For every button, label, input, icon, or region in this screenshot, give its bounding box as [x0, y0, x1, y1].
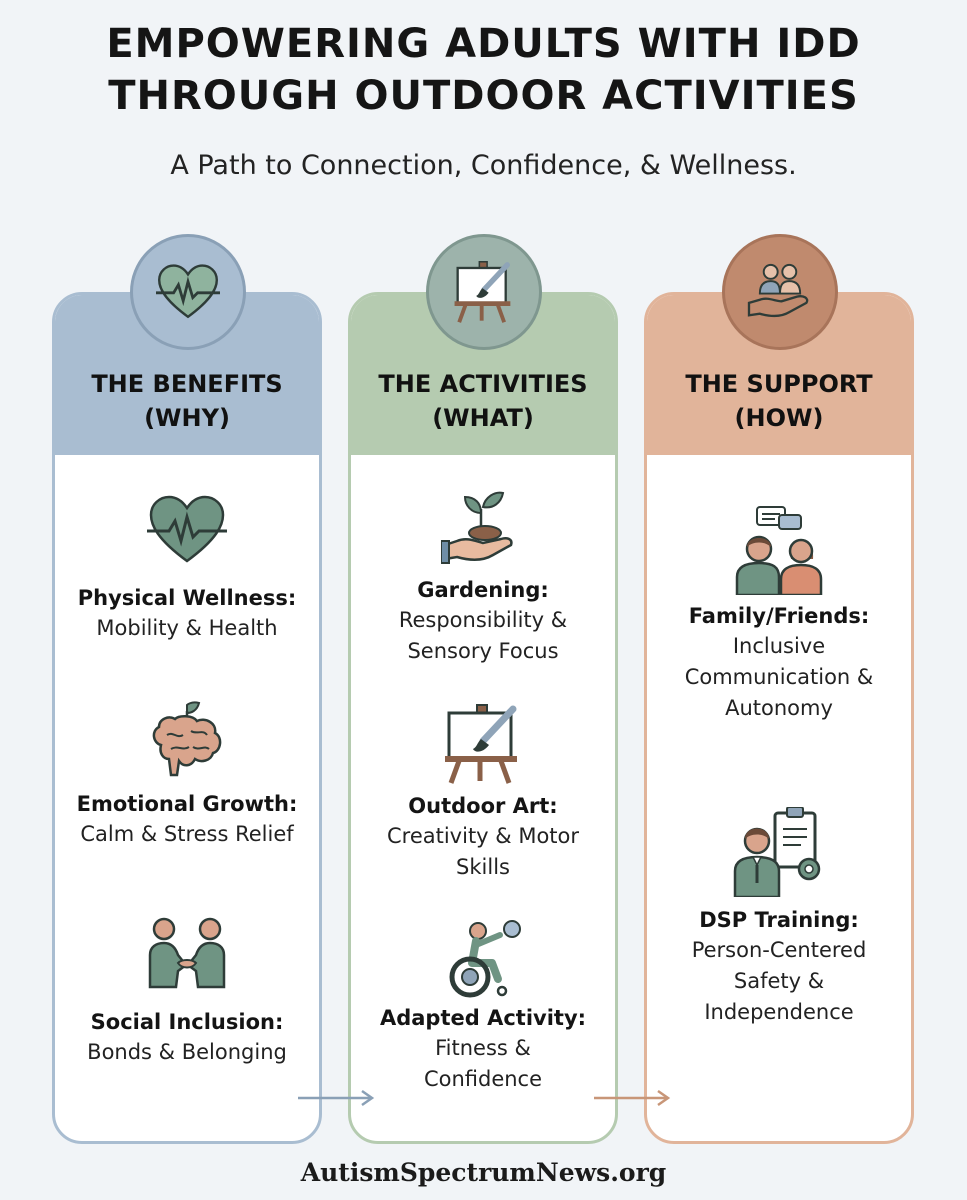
- activity-desc-line-2: Skills: [456, 855, 510, 879]
- support-item-family: Family/Friends: Inclusive Communication …: [647, 505, 911, 724]
- benefits-badge: [130, 234, 246, 350]
- activity-item-gardening: Gardening: Responsibility & Sensory Focu…: [351, 489, 615, 667]
- benefits-title: THE BENEFITS: [91, 370, 283, 398]
- easel-brush-icon: [454, 261, 511, 323]
- handshake-people-icon: [148, 917, 226, 989]
- page-title: EMPOWERING ADULTS WITH IDD THROUGH OUTDO…: [0, 18, 967, 122]
- activity-desc-line-2: Sensory Focus: [407, 639, 559, 663]
- heart-pulse-icon: [147, 495, 227, 563]
- title-line-1: EMPOWERING ADULTS WITH IDD: [106, 21, 861, 67]
- activities-title: THE ACTIVITIES: [378, 370, 588, 398]
- support-badge: [722, 234, 838, 350]
- benefit-desc: Calm & Stress Relief: [80, 822, 294, 846]
- activities-column: THE ACTIVITIES (WHAT) Gardening: Respons…: [348, 292, 618, 1144]
- support-label: Family/Friends:: [688, 604, 870, 628]
- support-desc-line-3: Autonomy: [725, 696, 833, 720]
- support-desc-line-3: Independence: [704, 1000, 854, 1024]
- benefit-item-social: Social Inclusion: Bonds & Belonging: [55, 915, 319, 1068]
- activities-badge: [426, 234, 542, 350]
- footer-source: AutismSpectrumNews.org: [300, 1158, 667, 1187]
- support-desc-line-2: Communication &: [684, 665, 874, 689]
- activity-label: Adapted Activity:: [379, 1006, 587, 1030]
- support-desc-line-1: Person-Centered: [691, 938, 867, 962]
- trainer-clipboard-icon: [733, 807, 821, 897]
- benefits-column: THE BENEFITS (WHY) Physical Wellness: Mo…: [52, 292, 322, 1144]
- title-line-2: THROUGH OUTDOOR ACTIVITIES: [108, 73, 859, 119]
- heart-pulse-icon: [156, 264, 220, 319]
- activity-item-adapted: Adapted Activity: Fitness & Confidence: [351, 917, 615, 1095]
- caring-hand-people-icon: [747, 263, 809, 317]
- activity-desc-line-1: Fitness &: [435, 1036, 531, 1060]
- arrow-activities-to-support-icon: [594, 1089, 671, 1107]
- wheelchair-ball-icon: [449, 920, 521, 998]
- benefit-label: Social Inclusion:: [90, 1010, 284, 1034]
- easel-brush-icon: [445, 704, 517, 784]
- hand-seedling-icon: [441, 491, 513, 564]
- page-subtitle: A Path to Connection, Confidence, & Well…: [170, 150, 797, 181]
- activity-desc-line-2: Confidence: [423, 1067, 543, 1091]
- activity-label: Outdoor Art:: [408, 794, 558, 818]
- brain-sprout-icon: [152, 701, 222, 777]
- activity-desc-line-1: Responsibility &: [398, 608, 568, 632]
- support-label: DSP Training:: [699, 908, 859, 932]
- support-column: THE SUPPORT (HOW) Family/Friends: Inclus…: [644, 292, 914, 1144]
- activities-subtitle: (WHAT): [432, 404, 534, 432]
- support-desc-line-2: Safety &: [733, 969, 825, 993]
- benefit-desc: Mobility & Health: [96, 616, 278, 640]
- benefit-label: Emotional Growth:: [76, 792, 298, 816]
- benefit-item-emotional: Emotional Growth: Calm & Stress Relief: [55, 701, 319, 850]
- benefit-item-physical: Physical Wellness: Mobility & Health: [55, 495, 319, 644]
- activity-desc-line-1: Creativity & Motor: [386, 824, 580, 848]
- support-item-dsp: DSP Training: Person-Centered Safety & I…: [647, 807, 911, 1028]
- benefits-subtitle: (WHY): [144, 404, 230, 432]
- benefit-label: Physical Wellness:: [77, 586, 297, 610]
- activity-label: Gardening:: [417, 578, 549, 602]
- support-title: THE SUPPORT: [685, 370, 873, 398]
- support-subtitle: (HOW): [734, 404, 824, 432]
- benefit-desc: Bonds & Belonging: [87, 1040, 287, 1064]
- support-desc-line-1: Inclusive: [732, 634, 826, 658]
- family-chat-icon: [735, 506, 823, 595]
- arrow-benefits-to-activities-icon: [298, 1089, 375, 1107]
- activity-item-art: Outdoor Art: Creativity & Motor Skills: [351, 703, 615, 883]
